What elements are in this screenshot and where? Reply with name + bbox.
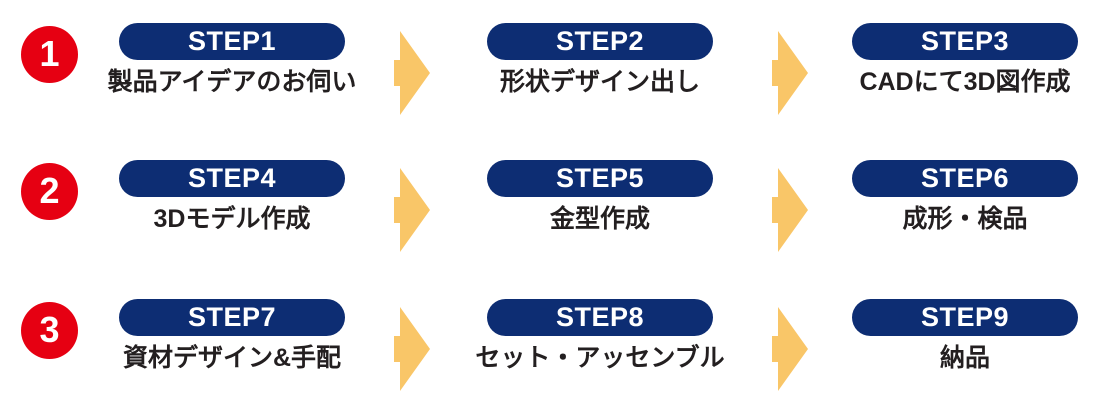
step-item: STEP9 納品 — [852, 290, 1078, 403]
step-label: 納品 — [939, 344, 990, 372]
process-row: 3 STEP7 資材デザイン&手配 STEP8 セット・アッセンブル STEP9… — [0, 290, 1105, 403]
step-pill: STEP2 — [487, 23, 713, 60]
step-label: 製品アイデアのお伺い — [107, 68, 357, 96]
step-item: STEP7 資材デザイン&手配 — [119, 290, 345, 403]
step-label: 金型作成 — [549, 205, 650, 233]
step-item: STEP1 製品アイデアのお伺い — [108, 14, 356, 140]
step-pill: STEP9 — [852, 299, 1078, 336]
step-item: STEP4 3Dモデル作成 — [119, 151, 345, 277]
right-arrow-pennant-icon — [772, 168, 808, 252]
step-item: STEP2 形状デザイン出し — [487, 14, 713, 140]
step-item: STEP6 成形・検品 — [852, 151, 1078, 277]
step-label: CADにて3D図作成 — [859, 68, 1071, 96]
row-number-badge: 3 — [21, 302, 78, 359]
step-item: STEP8 セット・アッセンブル — [475, 290, 725, 403]
step-label: 成形・検品 — [902, 205, 1028, 233]
step-pill: STEP5 — [487, 160, 713, 197]
step-item: STEP3 CADにて3D図作成 — [852, 14, 1078, 140]
step-item: STEP5 金型作成 — [487, 151, 713, 277]
step-pill: STEP6 — [852, 160, 1078, 197]
step-pill: STEP3 — [852, 23, 1078, 60]
right-arrow-pennant-icon — [394, 31, 430, 115]
process-row: 1 STEP1 製品アイデアのお伺い STEP2 形状デザイン出し STEP3 … — [0, 14, 1105, 140]
row-number-badge: 2 — [21, 163, 78, 220]
step-label: 3Dモデル作成 — [153, 205, 311, 233]
right-arrow-pennant-icon — [772, 307, 808, 391]
right-arrow-pennant-icon — [772, 31, 808, 115]
step-label: 形状デザイン出し — [499, 68, 700, 96]
step-label: 資材デザイン&手配 — [122, 344, 342, 372]
right-arrow-pennant-icon — [394, 307, 430, 391]
process-row: 2 STEP4 3Dモデル作成 STEP5 金型作成 STEP6 成形・検品 — [0, 151, 1105, 277]
step-pill: STEP1 — [119, 23, 345, 60]
step-pill: STEP4 — [119, 160, 345, 197]
right-arrow-pennant-icon — [394, 168, 430, 252]
step-pill: STEP8 — [487, 299, 713, 336]
row-number-badge: 1 — [21, 26, 78, 83]
step-label: セット・アッセンブル — [475, 344, 725, 372]
step-pill: STEP7 — [119, 299, 345, 336]
